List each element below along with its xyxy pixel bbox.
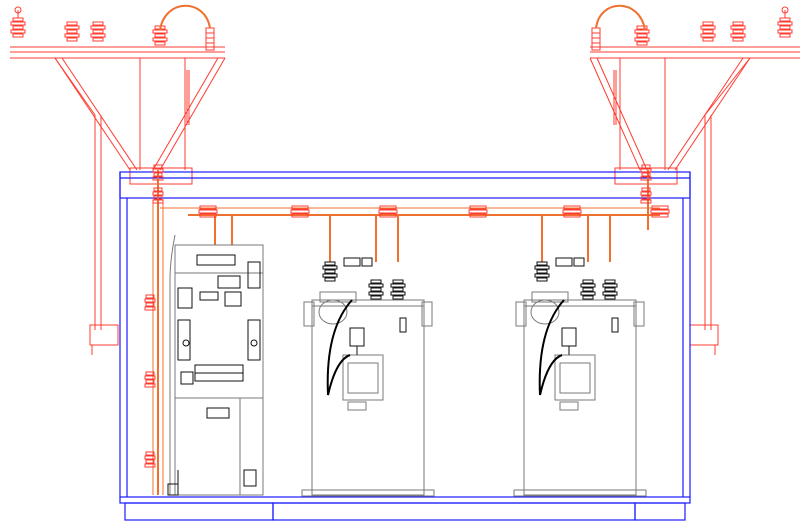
right-jumper [595,4,646,31]
transformer-1-cable [326,299,353,396]
enclosure-frame [119,171,691,521]
transformer-2-cable [538,299,565,396]
right-pole-structure [589,6,800,355]
bus-support-insulators [144,164,670,468]
bus-secondary-lines [152,200,660,495]
left-pole-structure [10,6,226,355]
transformer-1 [301,257,435,497]
left-jumper [159,4,211,31]
transformer-2 [513,257,647,497]
main-busbar [157,170,660,495]
switchgear-cabinet [167,234,264,496]
